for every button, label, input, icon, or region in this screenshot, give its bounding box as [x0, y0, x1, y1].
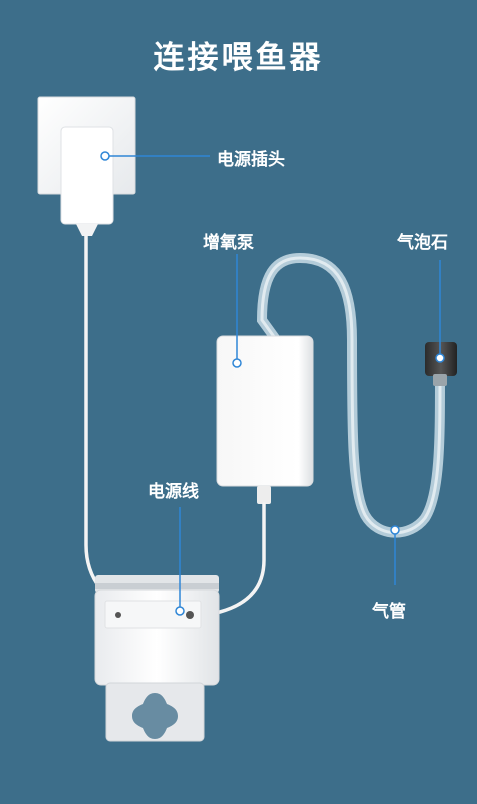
- label-air-stone: 气泡石: [397, 233, 448, 253]
- air-pump-body: [216, 335, 314, 487]
- callouts: [100, 151, 445, 616]
- callout-dot-airstone: [435, 353, 445, 363]
- callout-dot-pump: [232, 358, 242, 368]
- power-cable-pump: [208, 502, 266, 616]
- feeder-top-band: [95, 583, 219, 589]
- label-air-pump: 增氧泵: [203, 233, 254, 253]
- power-plug: [60, 126, 114, 225]
- plug-neck: [76, 224, 98, 236]
- feeder-port-left: [115, 612, 121, 618]
- label-power-plug: 电源插头: [217, 150, 285, 170]
- callout-dot-tube: [390, 525, 400, 535]
- label-power-cable: 电源线: [148, 482, 199, 502]
- callout-dot-plug: [100, 151, 110, 161]
- air-stone-connector: [433, 374, 447, 386]
- air-tube-highlight: [260, 256, 442, 535]
- air-pump-outlet: [257, 486, 271, 504]
- power-cable-left: [84, 234, 110, 602]
- label-air-tube: 气管: [372, 602, 406, 622]
- page-title: 连接喂鱼器: [153, 40, 324, 76]
- feeder-clamp-hole: [132, 693, 178, 739]
- feeder-port-right: [186, 611, 194, 619]
- callout-dot-cable: [175, 606, 185, 616]
